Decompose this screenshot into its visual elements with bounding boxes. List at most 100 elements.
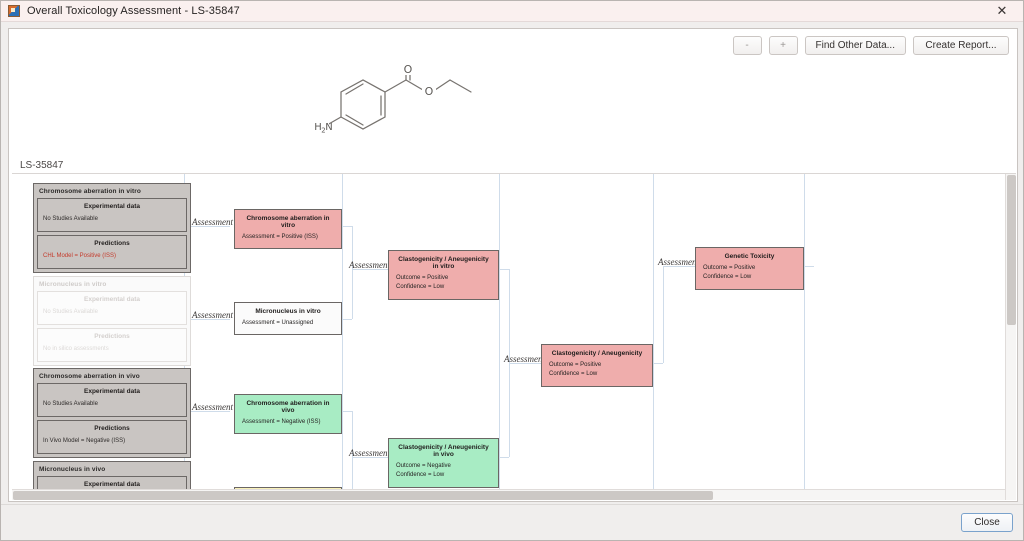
nitrogen-label: N: [325, 122, 332, 133]
connector: [663, 266, 664, 363]
node-line-1: Outcome = Positive: [396, 275, 449, 281]
assessment-flow-canvas: Chromosome aberration in vitro Experimen…: [12, 173, 1016, 500]
horizontal-scrollbar[interactable]: [12, 489, 1005, 500]
panel-toolbar: - + Find Other Data... Create Report...: [732, 36, 1009, 55]
experimental-value: No Studies Available: [43, 401, 98, 407]
create-report-button[interactable]: Create Report...: [913, 36, 1009, 55]
vertical-scrollbar-thumb[interactable]: [1007, 175, 1016, 325]
amine-label: H: [314, 122, 322, 133]
chemical-structure-depiction: O O H 2 N: [305, 65, 495, 149]
connector: [342, 411, 352, 412]
connector: [342, 226, 352, 227]
connector: [663, 266, 695, 267]
card-title: Chromosome aberration in vitro: [39, 188, 141, 195]
find-other-data-button[interactable]: Find Other Data...: [804, 36, 906, 55]
predictions-section: Predictions CHL Model = Positive (ISS): [37, 235, 187, 269]
node-line-1: Assessment = Unassigned: [242, 320, 314, 326]
node-chromosome-aberration-in-vitro[interactable]: Chromosome aberration in vitro Assessmen…: [234, 209, 342, 250]
node-line-2: Confidence = Low: [396, 472, 445, 479]
connector: [653, 363, 663, 364]
node-micronucleus-in-vitro[interactable]: Micronucleus in vitro Assessment = Unass…: [234, 302, 342, 336]
vertical-scrollbar[interactable]: [1005, 174, 1016, 500]
client-area: - + Find Other Data... Create Report...: [1, 22, 1023, 518]
section-heading: Experimental data: [84, 296, 140, 303]
window-titlebar: Overall Toxicology Assessment - LS-35847…: [1, 1, 1023, 22]
card-title: Chromosome aberration in vivo: [39, 373, 140, 380]
zoom-in-button[interactable]: +: [768, 36, 798, 55]
edge-label-assessment: Assessment: [192, 310, 233, 320]
node-line-2: Confidence = Low: [396, 284, 445, 291]
carbonyl-oxygen-label: O: [404, 65, 413, 76]
data-card-chromosome-aberration-in-vitro[interactable]: Chromosome aberration in vitro Experimen…: [33, 183, 191, 273]
dialog-footer: Close: [1, 504, 1023, 540]
experimental-value: No Studies Available: [43, 216, 98, 222]
experimental-data-section: Experimental data No Studies Available: [37, 198, 187, 232]
node-line-1: Outcome = Positive: [703, 265, 756, 271]
record-id-label: LS-35847: [20, 160, 64, 171]
node-title: Genetic Toxicity: [724, 253, 775, 260]
amine-subscript: 2: [321, 127, 325, 135]
edge-label-assessment: Assessment: [192, 217, 233, 227]
prediction-value: No in silico assessments: [43, 346, 109, 352]
lane-divider-3: [499, 174, 500, 500]
data-card-chromosome-aberration-in-vivo[interactable]: Chromosome aberration in vivo Experiment…: [33, 368, 191, 458]
connector: [509, 363, 541, 364]
predictions-section: Predictions In Vivo Model = Negative (IS…: [37, 420, 187, 454]
experimental-data-section: Experimental data No Studies Available: [37, 291, 187, 325]
node-line-1: Outcome = Positive: [549, 362, 602, 368]
edge-label-assessment: Assessment: [192, 402, 233, 412]
connector: [184, 411, 230, 412]
section-heading: Predictions: [94, 425, 130, 432]
node-title: Clastogenicity / Aneugenicity: [551, 350, 643, 357]
section-heading: Experimental data: [84, 203, 140, 210]
connector: [184, 226, 230, 227]
assessment-panel: - + Find Other Data... Create Report...: [8, 28, 1018, 502]
prediction-value: In Vivo Model = Negative (ISS): [43, 438, 126, 444]
node-genetic-toxicity[interactable]: Genetic Toxicity Outcome = Positive Conf…: [695, 247, 804, 290]
node-line-2: Confidence = Low: [549, 371, 598, 378]
node-title: Chromosome aberration in vitro: [246, 215, 330, 229]
node-line-1: Outcome = Negative: [396, 463, 451, 469]
lane-divider-5: [804, 174, 805, 500]
close-button[interactable]: Close: [961, 513, 1013, 532]
edge-label-assessment: Assessment: [504, 354, 545, 364]
node-title: Micronucleus in vitro: [255, 308, 321, 315]
card-title: Micronucleus in vivo: [39, 466, 106, 473]
close-icon[interactable]: ✕: [996, 4, 1008, 19]
node-clastogenicity-aneugenicity[interactable]: Clastogenicity / Aneugenicity Outcome = …: [541, 344, 653, 387]
data-card-micronucleus-in-vitro[interactable]: Micronucleus in vitro Experimental data …: [33, 276, 191, 366]
node-clastogenicity-aneugenicity-in-vivo[interactable]: Clastogenicity / Aneugenicity in vivo Ou…: [388, 438, 499, 488]
zoom-out-button[interactable]: -: [732, 36, 762, 55]
node-chromosome-aberration-in-vivo[interactable]: Chromosome aberration in vivo Assessment…: [234, 394, 342, 435]
app-icon: [8, 5, 20, 17]
connector: [499, 269, 509, 270]
edge-label-assessment: Assessment: [349, 448, 390, 458]
node-title: Clastogenicity / Aneugenicity in vitro: [398, 256, 489, 270]
node-title: Chromosome aberration in vivo: [246, 400, 330, 414]
prediction-value: CHL Model = Positive (ISS): [43, 253, 116, 259]
horizontal-scrollbar-thumb[interactable]: [13, 491, 713, 500]
section-heading: Predictions: [94, 240, 130, 247]
connector: [499, 457, 509, 458]
connector: [352, 269, 388, 270]
node-title: Clastogenicity / Aneugenicity in vivo: [398, 444, 489, 458]
section-heading: Predictions: [94, 333, 130, 340]
connector: [342, 319, 352, 320]
edge-label-assessment: Assessment: [349, 260, 390, 270]
node-line-2: Confidence = Low: [703, 274, 752, 281]
experimental-value: No Studies Available: [43, 309, 98, 315]
connector: [804, 266, 814, 267]
predictions-section: Predictions No in silico assessments: [37, 328, 187, 362]
connector: [352, 226, 353, 319]
connector: [352, 411, 353, 500]
ester-oxygen-label: O: [425, 85, 434, 98]
card-title: Micronucleus in vitro: [39, 281, 107, 288]
node-clastogenicity-aneugenicity-in-vitro[interactable]: Clastogenicity / Aneugenicity in vitro O…: [388, 250, 499, 300]
connector: [352, 457, 388, 458]
lane-divider-4: [653, 174, 654, 500]
section-heading: Experimental data: [84, 481, 140, 488]
lane-divider-2: [342, 174, 343, 500]
node-line-1: Assessment = Negative (ISS): [242, 419, 321, 425]
window-title: Overall Toxicology Assessment - LS-35847: [27, 5, 240, 17]
